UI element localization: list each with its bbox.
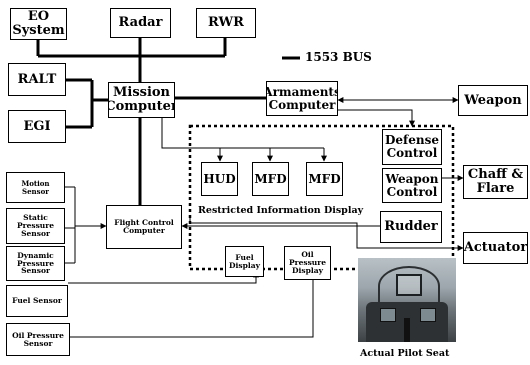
pilot-seat-caption: Actual Pilot Seat	[360, 348, 449, 359]
eo-system-block: EO System	[10, 8, 67, 40]
rwr-block: RWR	[196, 8, 256, 38]
oil-pressure-display-block: Oil Pressure Display	[284, 246, 331, 280]
weapon-block: Weapon	[458, 85, 528, 116]
static-pressure-sensor-block: Static Pressure Sensor	[6, 208, 65, 244]
actuator-block: Actuator	[463, 232, 528, 264]
bus-legend-label: 1553 BUS	[305, 50, 372, 64]
rudder-block: Rudder	[380, 211, 442, 243]
mfd-block-1: MFD	[252, 162, 289, 196]
restricted-display-caption: Restricted Information Display	[198, 205, 363, 216]
armaments-computer-block: Armaments Computer	[266, 81, 338, 116]
fuel-sensor-block: Fuel Sensor	[6, 285, 68, 317]
chaff-flare-block: Chaff & Flare	[463, 165, 528, 199]
flight-control-computer-block: Flight Control Computer	[106, 205, 182, 249]
oil-pressure-sensor-block: Oil Pressure Sensor	[6, 323, 70, 356]
defense-control-block: Defense Control	[382, 129, 442, 165]
ralt-block: RALT	[8, 63, 66, 96]
weapon-control-block: Weapon Control	[382, 168, 442, 203]
hud-block: HUD	[201, 162, 238, 196]
mfd-block-2: MFD	[306, 162, 343, 196]
dynamic-pressure-sensor-block: Dynamic Pressure Sensor	[6, 246, 65, 281]
mission-computer-block: Mission Computer	[108, 82, 175, 118]
pilot-seat-photo	[358, 258, 456, 342]
fuel-display-block: Fuel Display	[225, 246, 264, 277]
egi-block: EGI	[8, 110, 66, 143]
radar-block: Radar	[110, 8, 171, 38]
motion-sensor-block: Motion Sensor	[6, 172, 65, 203]
